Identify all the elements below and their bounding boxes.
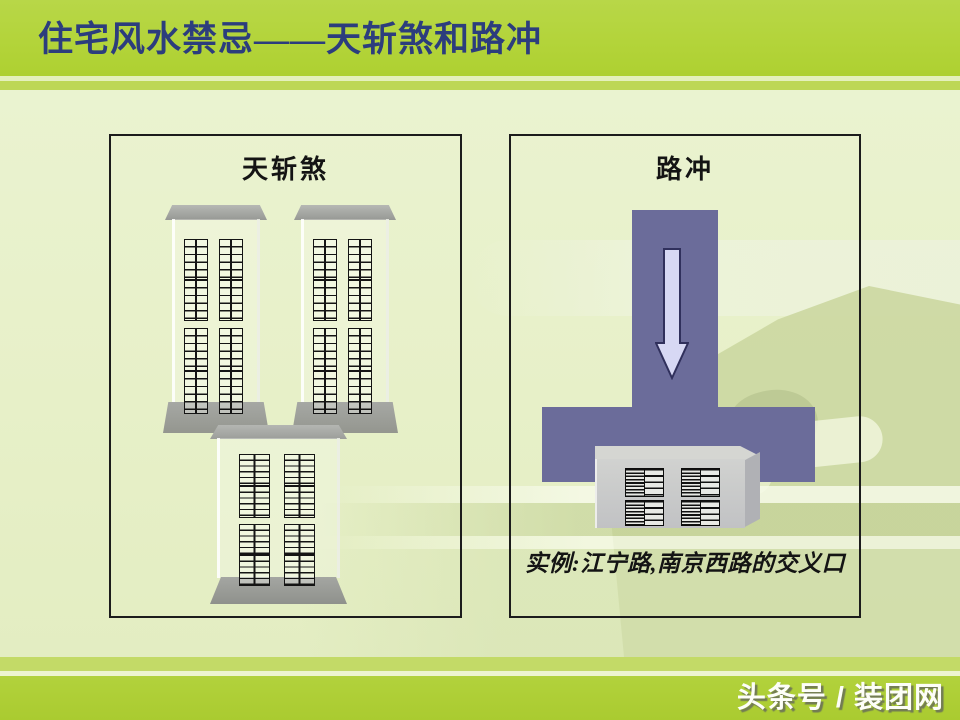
- window-grid: [184, 280, 208, 321]
- window-gap: [313, 321, 337, 328]
- footer-separator-line: [0, 671, 960, 676]
- title-separator-line: [0, 76, 960, 81]
- window-gap: [348, 321, 372, 328]
- window-grid: [219, 328, 243, 371]
- panel-label-luchong: 路冲: [655, 155, 714, 184]
- window-grid-strip: [348, 239, 372, 414]
- background-foreground-band: [300, 549, 960, 657]
- window-grid: [239, 555, 270, 586]
- louver-window: [681, 468, 720, 497]
- window-grid: [313, 371, 337, 414]
- slide-title: 住宅风水禁忌——天斩煞和路冲: [38, 20, 543, 59]
- window-grid: [313, 328, 337, 371]
- panel-label-tianzhansha: 天斩煞: [241, 155, 329, 184]
- window-grid: [284, 486, 315, 518]
- building-roof: [595, 446, 760, 460]
- building-front-face: [595, 459, 745, 528]
- window-grid: [219, 371, 243, 414]
- building-roof: [210, 425, 347, 439]
- building-body: [217, 438, 340, 578]
- window-grid: [313, 239, 337, 280]
- window-grid-strip: [184, 239, 208, 414]
- building-side-face: [743, 452, 760, 528]
- window-grid: [348, 328, 372, 371]
- window-gap: [184, 321, 208, 328]
- example-caption: 实例:江宁路,南京西路的交义口: [525, 551, 845, 576]
- title-separator-stripe: [0, 81, 960, 90]
- title-band: 住宅风水禁忌——天斩煞和路冲: [0, 0, 960, 76]
- window-grid-strip: [313, 239, 337, 414]
- window-grid-strip: [239, 454, 270, 586]
- window-grid: [184, 371, 208, 414]
- window-grid: [284, 555, 315, 586]
- footer-band: 头条号 / 装团网: [0, 676, 960, 720]
- vertical-road: [632, 210, 718, 409]
- window-grid: [284, 454, 315, 486]
- background-stripe: [340, 536, 960, 549]
- facing-building: [595, 446, 760, 528]
- louver-window: [681, 500, 720, 526]
- footer-stripe: [0, 657, 960, 671]
- window-grid: [348, 280, 372, 321]
- window-grid: [239, 524, 270, 555]
- window-grid: [239, 454, 270, 486]
- down-arrow-icon: [655, 248, 689, 380]
- window-grid: [184, 239, 208, 280]
- louver-window: [625, 500, 664, 526]
- lower-building: [210, 425, 347, 605]
- building-base: [210, 577, 347, 604]
- louver-window: [625, 468, 664, 497]
- tower-building-left: [163, 205, 269, 433]
- slide-body: 天斩煞: [0, 90, 960, 657]
- window-grid: [219, 239, 243, 280]
- window-grid: [239, 486, 270, 518]
- window-gap: [219, 321, 243, 328]
- window-grid: [348, 239, 372, 280]
- window-grid: [348, 371, 372, 414]
- tower-building-right: [292, 205, 398, 433]
- panel-luchong: 路冲 实例:江宁路,南京西路的交义口: [509, 134, 861, 618]
- window-grid-strip: [219, 239, 243, 414]
- window-grid: [313, 280, 337, 321]
- tower-roof: [165, 205, 267, 220]
- window-grid: [219, 280, 243, 321]
- window-grid: [284, 524, 315, 555]
- tower-roof: [294, 205, 396, 220]
- window-grid-strip: [284, 454, 315, 586]
- watermark: 头条号 / 装团网: [736, 682, 944, 714]
- panel-tianzhansha: 天斩煞: [109, 134, 462, 618]
- window-grid: [184, 328, 208, 371]
